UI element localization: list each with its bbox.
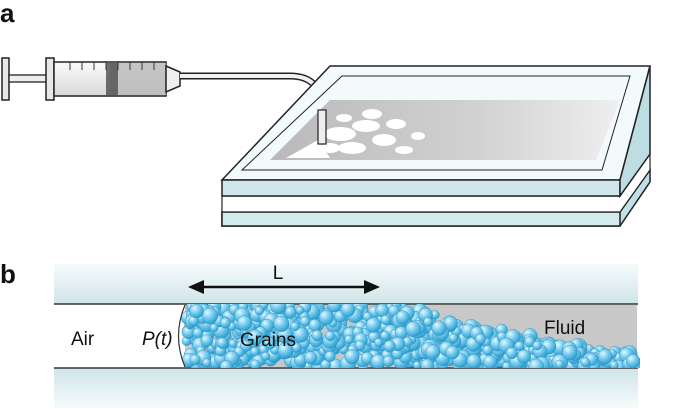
fluid-label: Fluid (544, 318, 585, 339)
grain (284, 306, 297, 319)
air-label: Air (71, 329, 95, 350)
grain (382, 355, 395, 367)
injection-needle (317, 109, 327, 145)
grain (431, 320, 447, 336)
grain (344, 334, 354, 345)
grain (263, 337, 277, 350)
channel-bottom-wall (54, 368, 638, 408)
grain (555, 359, 565, 368)
grain (209, 323, 219, 333)
grain (505, 347, 518, 360)
grain (532, 340, 542, 351)
grain (483, 355, 498, 368)
syringe (1, 57, 181, 101)
length-label: L (273, 263, 284, 284)
syringe-graduations (69, 62, 155, 70)
panel-b-label: b (0, 259, 16, 289)
grain (261, 351, 270, 361)
grain (236, 315, 253, 331)
grain (380, 314, 391, 326)
grain (412, 361, 422, 368)
grain (189, 304, 204, 319)
grain (318, 310, 334, 325)
grain (395, 310, 410, 325)
grain (383, 340, 396, 353)
grain (514, 341, 525, 352)
grain (201, 307, 219, 324)
grain (344, 349, 360, 365)
grain (327, 304, 342, 313)
grains-label: Grains (240, 330, 296, 351)
grain (311, 329, 323, 342)
grain (420, 358, 435, 368)
grain (380, 330, 390, 341)
top-plate-side (619, 65, 651, 199)
grain (425, 344, 441, 360)
grain (290, 321, 300, 332)
grain (445, 345, 460, 360)
grain (374, 338, 384, 348)
air-region (54, 305, 185, 367)
grain (254, 306, 264, 316)
length-arrow (188, 280, 380, 294)
air-grain-interface (177, 304, 186, 368)
grain (325, 330, 336, 342)
grain (247, 329, 264, 346)
top-plate-front (221, 179, 621, 197)
grain (250, 359, 261, 368)
panel-a: a (0, 0, 651, 227)
grain (466, 354, 482, 368)
syringe-flange (45, 57, 55, 101)
grain (216, 337, 229, 349)
top-plate-rim (240, 75, 631, 171)
grain (273, 315, 290, 333)
panel-b: b L Air P(t) Grains Fluid (0, 259, 640, 408)
grain (423, 317, 433, 327)
grain (202, 358, 212, 368)
grain (270, 304, 287, 315)
grain (528, 358, 545, 368)
grain (354, 340, 366, 351)
plunger-thumb (1, 57, 10, 101)
grain (517, 349, 532, 364)
grain (562, 344, 578, 361)
grain (299, 316, 311, 327)
grain-pack (180, 304, 640, 368)
grain (228, 339, 238, 349)
grain (308, 318, 322, 332)
syringe-piston (106, 63, 118, 95)
grain (365, 317, 381, 333)
channel-top-wall (54, 264, 638, 304)
grain (189, 354, 201, 366)
grain (324, 350, 336, 362)
panel-a-label: a (0, 0, 15, 28)
grain (580, 357, 591, 368)
bottom-plate-front (221, 211, 621, 227)
grain (474, 333, 486, 345)
syringe-tip (165, 64, 181, 94)
grain (219, 360, 233, 368)
grain (609, 360, 619, 368)
grain (295, 305, 305, 315)
grain (597, 349, 613, 365)
grain (200, 334, 214, 347)
grain (304, 351, 318, 365)
grain (405, 321, 422, 337)
hele-shaw-cell (220, 65, 651, 227)
grain (240, 339, 253, 352)
syringe-fluid (110, 63, 166, 95)
grain (340, 304, 356, 317)
grain (626, 354, 640, 368)
grain (448, 333, 459, 343)
grain (482, 345, 493, 356)
grain (219, 317, 231, 329)
pressure-label: P(t) (142, 329, 173, 350)
